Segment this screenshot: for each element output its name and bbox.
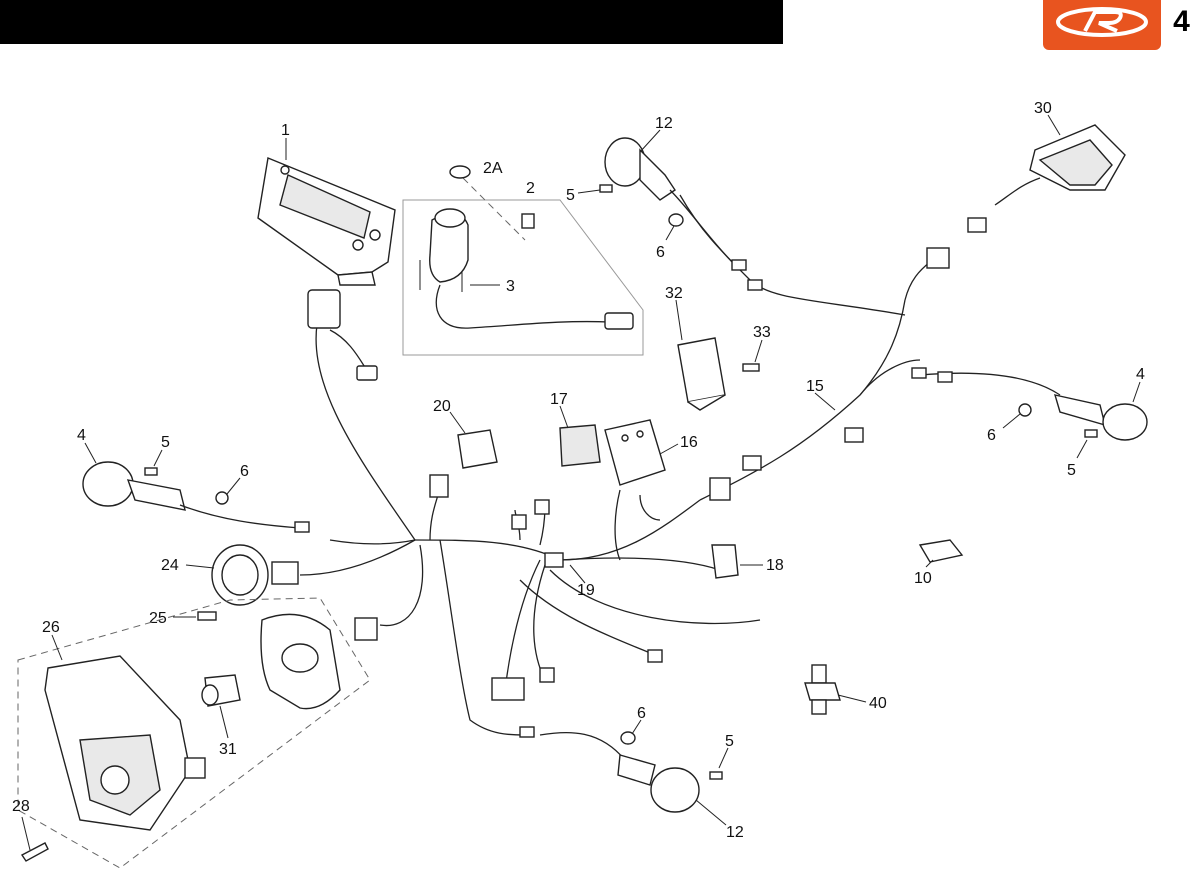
callout-20: 20 (433, 398, 451, 415)
part-screw-5-left (144, 467, 158, 476)
callout-6-a: 6 (656, 244, 665, 261)
part-turn-signal-front-right (604, 137, 763, 291)
part-screw-5-bottom (709, 771, 723, 780)
part-turn-signal-rear-right (911, 367, 1148, 441)
callout-19: 19 (577, 582, 595, 599)
part-relay-20 (429, 429, 498, 498)
callout-16: 16 (680, 434, 698, 451)
part-horn-connectors (354, 617, 663, 701)
callout-32: 32 (665, 285, 683, 302)
callout-18: 18 (766, 557, 784, 574)
part-headlight-group (17, 597, 371, 869)
part-harness-connector-top (926, 247, 950, 269)
callout-24: 24 (161, 557, 179, 574)
page-number: 4 (1173, 5, 1190, 38)
callout-6-bottom: 6 (637, 705, 646, 722)
callout-5-left: 5 (161, 434, 170, 451)
callout-6-right: 6 (987, 427, 996, 444)
callout-25: 25 (149, 610, 167, 627)
callout-2A: 2A (483, 160, 503, 177)
callout-5-a: 5 (566, 187, 575, 204)
callout-1: 1 (281, 122, 290, 139)
callout-26: 26 (42, 619, 60, 636)
part-turn-signal-front-left (82, 461, 310, 533)
part-turn-signal-rear-left (519, 726, 700, 813)
part-sensor-40 (804, 664, 841, 715)
brand-logo-icon (1056, 7, 1148, 37)
callout-2: 2 (526, 180, 535, 197)
part-screw-28 (20, 842, 49, 862)
callout-4-right: 4 (1136, 366, 1145, 383)
part-nut-6-right (1018, 403, 1032, 417)
part-nut-6a (668, 213, 684, 227)
callout-31: 31 (219, 741, 237, 758)
part-spark-plug-cap-18 (711, 544, 739, 579)
part-control-unit-32 (677, 337, 726, 411)
callout-5-right: 5 (1067, 462, 1076, 479)
callout-40: 40 (869, 695, 887, 712)
part-nut-6-bottom (620, 731, 636, 745)
part-nut-6-left (215, 491, 229, 505)
callout-6-left: 6 (240, 463, 249, 480)
part-tail-light (967, 124, 1126, 233)
callout-5-bottom: 5 (725, 733, 734, 750)
callout-12-bottom: 12 (726, 824, 744, 841)
part-component-17 (559, 424, 601, 467)
callout-17: 17 (550, 391, 568, 408)
part-ignition-key-cap (449, 165, 471, 179)
part-instrument-panel (257, 157, 396, 286)
part-relay-10 (918, 539, 964, 563)
part-regulator-16 (604, 419, 666, 486)
part-rear-harness-connector (742, 427, 864, 471)
part-screw-5-right (1084, 429, 1098, 438)
callout-12-top: 12 (655, 115, 673, 132)
callout-30: 30 (1034, 100, 1052, 117)
callout-28: 28 (12, 798, 30, 815)
part-screw-5a (599, 184, 613, 193)
part-panel-connector (307, 289, 378, 381)
callout-3: 3 (506, 278, 515, 295)
callout-15: 15 (806, 378, 824, 395)
brand-badge (1043, 0, 1161, 50)
callout-10: 10 (914, 570, 932, 587)
part-screw-25 (197, 611, 217, 621)
part-ignition-switch (402, 177, 644, 356)
part-harness-connectors-middle (511, 477, 731, 568)
callout-33: 33 (753, 324, 771, 341)
callout-4-left: 4 (77, 427, 86, 444)
header-bar (0, 0, 783, 44)
part-screw-33 (742, 363, 760, 372)
part-horn-24 (211, 544, 299, 606)
